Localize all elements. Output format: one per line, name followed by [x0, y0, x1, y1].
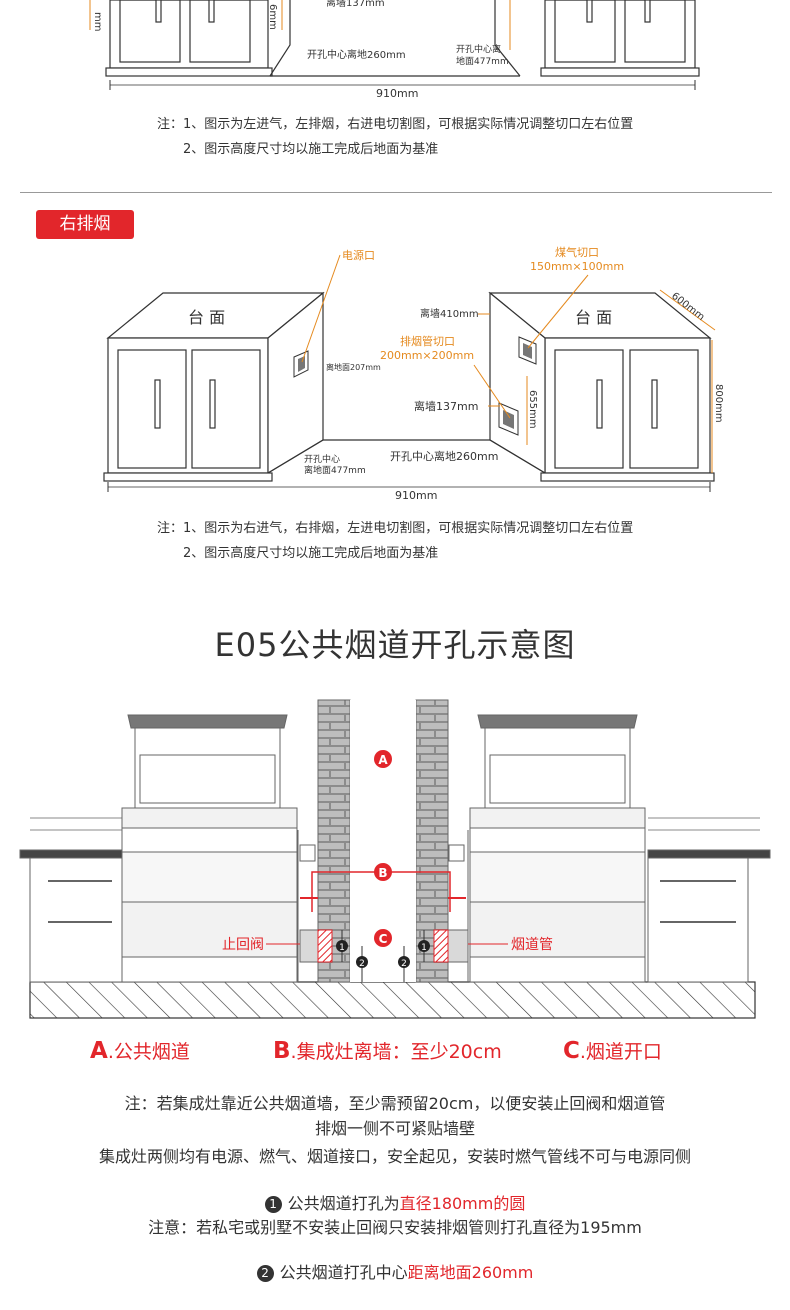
power-port-box [293, 350, 309, 378]
left-side-cabinet [19, 817, 123, 983]
install-note-3: 集成灶两侧均有电源、燃气、烟道接口，安全起见，安装时燃气管线不可与电源同侧 [98, 1147, 691, 1166]
item-1-note: 注意：若私宅或别墅不安装止回阀只安装排烟管则打孔直径为195mm [148, 1218, 642, 1237]
hole-center-label: 开孔中心离 [456, 43, 501, 55]
gas-cut-label: 煤气切口 [555, 245, 599, 259]
check-valve-right [447, 929, 469, 963]
svg-text:2: 2 [359, 959, 365, 969]
marker-2-left [356, 956, 368, 968]
socket-box [448, 844, 465, 862]
right-integrated-stove [467, 714, 646, 983]
wall-distance-label: 离墙137mm [326, 0, 385, 9]
left-integrated-stove [121, 714, 299, 983]
check-valve-left [299, 929, 319, 963]
marker-c-letter: C [379, 932, 388, 946]
svg-text:1: 1 [421, 943, 427, 953]
svg-text:1: 1 [339, 943, 345, 953]
hole-center-label: 开孔中心离地260mm [390, 449, 498, 463]
svg-text:2: 2 [401, 959, 407, 969]
marker-1-right [418, 940, 430, 952]
wall-recess [267, 439, 546, 474]
hole-center-label: 开孔中心离地260mm [307, 48, 406, 61]
side-dim-label: 6mm [267, 4, 278, 30]
gas-cut-size: 150mm×100mm [530, 260, 624, 273]
flue-pipe-label: 烟道管 [511, 937, 553, 953]
right-side-cabinet [647, 817, 771, 983]
wall-recess [269, 0, 521, 77]
floor-hatch [29, 981, 756, 1019]
width-label: 910mm [395, 489, 437, 502]
flue-pipe-right [433, 929, 449, 963]
legend-b: B.集成灶离墙：至少20cm [273, 1038, 502, 1064]
note-line-2: 2、图示高度尺寸均以施工完成后地面为基准 [183, 546, 439, 561]
marker-2-right [398, 956, 410, 968]
e05-title: E05公共烟道开孔示意图 [214, 626, 576, 664]
exhaust-cut-label: 排烟管切口 [400, 334, 455, 348]
marker-1-left [336, 940, 348, 952]
marker-a-letter: A [378, 753, 388, 767]
left-exhaust-diagram-remainder: mm 6mm 离墙137mm 开孔中心离地260mm 开孔中心离 地面477mm… [89, 0, 700, 100]
height-800-label: 800mm [713, 384, 724, 423]
exhaust-cut-size: 200mm×200mm [380, 349, 474, 362]
right-exhaust-tag: 右排烟 [36, 210, 134, 239]
right-cabinet [488, 291, 715, 482]
socket-box [299, 844, 316, 862]
marker-b-letter: B [378, 866, 387, 880]
power-port-label: 电源口 [342, 248, 375, 262]
height-655-label: 655mm [527, 390, 538, 429]
hole-center-label: 地面477mm [456, 55, 509, 67]
check-valve-label: 止回阀 [222, 937, 264, 953]
left-cabinet [105, 0, 273, 77]
hole-center-label: 开孔中心 [304, 453, 340, 465]
wall-distance-label: 离墙137mm [414, 399, 478, 413]
marker-b [374, 863, 392, 881]
flue-pipe-left [317, 929, 333, 963]
hole-center-label: 离地面477mm [304, 464, 366, 476]
install-note-1: 注：若集成灶靠近公共烟道墙，至少需预留20cm，以便安装止回阀和烟道管 [124, 1094, 666, 1113]
note-line-2: 2、图示高度尺寸均以施工完成后地面为基准 [183, 142, 439, 157]
exhaust-cut-box [498, 402, 519, 436]
left-cabinet [103, 291, 325, 482]
ground-height-label: 离地面207mm [326, 362, 381, 372]
width-label: 910mm [376, 87, 418, 100]
note-line-1: 注：1、图示为右进气，右排烟，左进电切割图，可根据实际情况调整切口左右位置 [157, 521, 634, 536]
countertop-label: 台 面 [188, 308, 225, 327]
countertop-label: 台 面 [575, 308, 612, 327]
public-flue-diagram: A B C 1 2 1 2 止回阀 烟道管 [19, 699, 771, 1019]
legend-c: C.烟道开口 [563, 1038, 662, 1064]
marker-c [374, 929, 392, 947]
right-cabinet [540, 0, 700, 77]
note-line-1: 注：1、图示为左进气，左排烟，右进电切割图，可根据实际情况调整切口左右位置 [157, 117, 634, 132]
section-divider [20, 192, 772, 193]
marker-a [374, 750, 392, 768]
right-exhaust-diagram: 台 面 台 面 电源口 离地面207mm 煤气切口 150mm×100mm 排烟… [103, 245, 724, 502]
side-dim-label: mm [92, 12, 103, 31]
legend-a: A.公共烟道 [90, 1038, 190, 1064]
wall-distance-label: 离墙410mm [420, 307, 479, 320]
install-note-2: 排烟一侧不可紧贴墙壁 [314, 1119, 475, 1138]
